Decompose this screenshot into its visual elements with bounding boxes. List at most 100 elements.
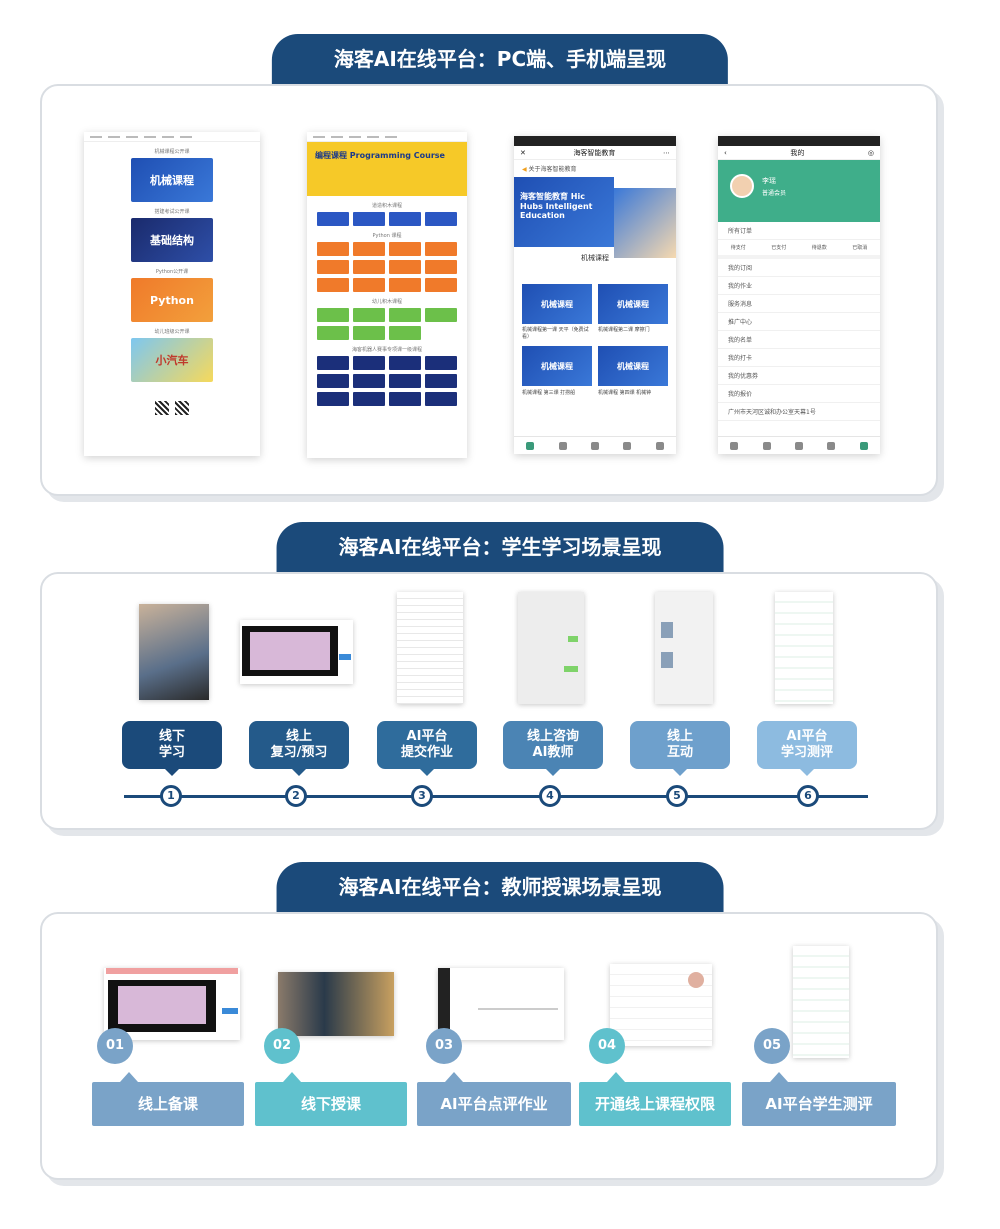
menu-item[interactable]: 我的优惠券 — [718, 367, 880, 385]
student-step-box: AI平台提交作业 — [377, 721, 477, 776]
status-bar — [514, 136, 676, 146]
step-label-line-1: 线下 — [158, 729, 185, 744]
tab-icon[interactable] — [827, 441, 836, 450]
back-icon[interactable]: ‹ — [724, 148, 727, 157]
screenshot-course-permission — [610, 964, 712, 1046]
order-tab[interactable]: 待退款 — [811, 245, 827, 251]
tile-grid — [307, 308, 467, 340]
tile-row — [307, 212, 467, 226]
course-banner[interactable]: Python — [131, 278, 213, 322]
step-label-line-1: 线上 — [666, 729, 693, 744]
teacher-step-label: AI平台点评作业 — [417, 1072, 571, 1126]
step-label-line-2: 学习 — [158, 745, 185, 760]
timeline — [124, 795, 868, 798]
pc-screen-2: 编程课程 Programming Course 道造积木课程 Python 课程… — [307, 132, 467, 458]
step-label-line-1: 线上 — [285, 729, 312, 744]
step-label-line-2: 学习测评 — [780, 745, 833, 760]
home-icon[interactable] — [730, 441, 739, 450]
teacher-step-label: 开通线上课程权限 — [579, 1072, 731, 1126]
course-card[interactable]: 机械课程 — [598, 284, 668, 324]
home-icon[interactable] — [526, 441, 535, 450]
caption: 机械课程公开课 — [154, 149, 190, 155]
profile-header: 李瑶 普通会员 — [718, 160, 880, 222]
qr-code-icon — [155, 401, 169, 415]
course-banner[interactable]: 基础结构 — [131, 218, 213, 262]
pc-nav — [307, 132, 467, 142]
step-label-line-2: 互动 — [666, 745, 693, 760]
section-caption: Python 课程 — [372, 233, 402, 239]
course-card[interactable]: 机械课程 — [598, 346, 668, 386]
member-role: 普通会员 — [762, 190, 787, 197]
tile-grid — [307, 356, 467, 406]
menu-item[interactable]: 服务消息 — [718, 295, 880, 313]
avatar[interactable] — [730, 174, 754, 198]
order-tab[interactable]: 待支付 — [730, 245, 746, 251]
mobile-screen-1: ✕ 海客智能教育 ⋯ ◀ 关于海客智能教育 海客智能教育 Hic Hubs In… — [514, 136, 676, 454]
tab-bar — [718, 436, 880, 454]
section-caption: 机械课程 — [581, 254, 609, 262]
screenshot-evaluation — [775, 592, 833, 704]
course-card[interactable]: 机械课程 — [522, 346, 592, 386]
notice[interactable]: ◀ 关于海客智能教育 — [522, 166, 577, 173]
tile-grid — [307, 242, 467, 292]
step-number-circle: 1 — [160, 785, 182, 807]
teacher-step-number: 05 — [754, 1028, 790, 1064]
tab-icon[interactable] — [623, 441, 632, 450]
menu-item[interactable]: 我的打卡 — [718, 349, 880, 367]
tab-icon[interactable] — [558, 441, 567, 450]
tab-icon[interactable] — [590, 441, 599, 450]
hero-banner: 编程课程 Programming Course — [307, 142, 467, 196]
menu-item[interactable]: 推广中心 — [718, 313, 880, 331]
step-label-line-2: 复习/预习 — [270, 745, 328, 760]
teacher-step-number: 01 — [97, 1028, 133, 1064]
menu-item[interactable]: 我的报价 — [718, 385, 880, 403]
user-icon[interactable] — [655, 441, 664, 450]
target-icon[interactable]: ◎ — [867, 148, 874, 157]
course-banner[interactable]: 机械课程 — [131, 158, 213, 202]
orders-row[interactable]: 所有订单 — [718, 222, 880, 240]
section-caption: 幼儿积木课程 — [371, 299, 402, 305]
teacher-step-label: 线下授课 — [255, 1072, 407, 1126]
step-label-line-1: AI平台 — [786, 729, 828, 744]
tab-icon[interactable] — [794, 441, 803, 450]
section-caption: 海客机器人赛事专项课一级课程 — [351, 347, 422, 353]
more-icon[interactable]: ⋯ — [663, 148, 670, 157]
speaker-icon: ◀ — [522, 166, 527, 173]
screenshot-student-evaluation — [793, 946, 849, 1058]
menu-item[interactable]: 我的名单 — [718, 331, 880, 349]
status-bar — [718, 136, 880, 146]
section-caption: 道造积木课程 — [371, 203, 402, 209]
screenshot-online-review — [240, 620, 353, 684]
teacher-step-label: 线上备课 — [92, 1072, 244, 1126]
tab-icon[interactable] — [762, 441, 771, 450]
course-item: 机械课程 第三课 打捞船 — [522, 390, 576, 396]
course-banner[interactable]: 小汽车 — [131, 338, 213, 382]
course-card[interactable]: 机械课程 — [522, 284, 592, 324]
step-number-circle: 2 — [285, 785, 307, 807]
qr-code-icon — [175, 401, 189, 415]
caption: Python公开课 — [155, 269, 189, 275]
address-row: 广州市天河区诚和办公室天幕1号 — [718, 403, 880, 421]
step-label-line-1: 线上咨询 — [526, 729, 579, 744]
student-step-box: 线上复习/预习 — [249, 721, 349, 776]
order-tabs: 待支付 已支付 待退款 已取消 — [718, 240, 880, 259]
hero-banner-photo — [614, 188, 676, 258]
close-icon[interactable]: ✕ — [520, 148, 526, 157]
course-item: 机械课程第一课 天平（免费试看） — [522, 327, 589, 340]
course-item: 机械课程 第四课 机械钟 — [598, 390, 652, 396]
section-title-student: 海客AI在线平台：学生学习场景呈现 — [276, 522, 724, 572]
menu-item[interactable]: 我的作业 — [718, 277, 880, 295]
order-tab[interactable]: 已支付 — [771, 245, 787, 251]
section-title-teacher: 海客AI在线平台：教师授课场景呈现 — [276, 862, 724, 912]
pc-nav — [84, 132, 260, 142]
step-label-line-1: AI平台 — [406, 729, 448, 744]
menu-item[interactable]: 我的订阅 — [718, 259, 880, 277]
order-tab[interactable]: 已取消 — [852, 245, 868, 251]
hero-banner[interactable]: 海客智能教育 Hic Hubs Intelligent Education — [514, 177, 614, 247]
caption: 幼儿班级公开课 — [154, 329, 190, 335]
teacher-step-number: 02 — [264, 1028, 300, 1064]
user-icon[interactable] — [859, 441, 868, 450]
photo-offline-learning — [139, 604, 209, 700]
screenshot-lesson-prep — [104, 968, 240, 1040]
